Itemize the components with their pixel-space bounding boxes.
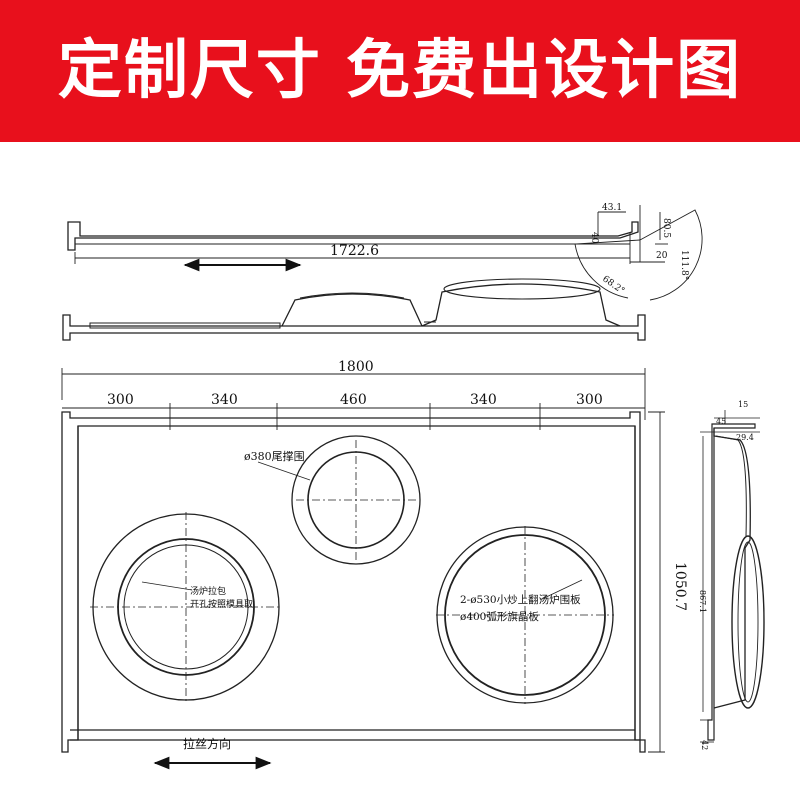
stove-profile-view [62, 278, 646, 341]
segment-3-label: 460 [340, 392, 367, 408]
side-dim-right: 29.4 [736, 433, 754, 442]
overall-width-label: 1800 [338, 359, 374, 375]
front-panel [61, 411, 646, 753]
segment-5-label: 300 [576, 392, 603, 408]
left-hole-label-2: 开孔按照模具取 [190, 598, 253, 610]
small-hole-label: ø380尾撑围 [244, 449, 305, 463]
detail-dim-2: 40 [589, 232, 599, 244]
detail-dim-1: 43.1 [602, 203, 622, 213]
right-hole-label-2: ø400弧形旗晶板 [460, 610, 539, 623]
side-view [700, 410, 765, 743]
angle-detail [574, 205, 703, 301]
height-dimension [648, 411, 665, 753]
height-label: 1050.7 [672, 562, 688, 611]
left-hole [90, 512, 282, 702]
detail-dim-3: 80.5 [661, 218, 671, 238]
side-dim-bottom: 42 [700, 740, 709, 750]
right-hole [436, 526, 614, 704]
top-strip-view [67, 221, 639, 251]
side-dim-top: 15 [738, 400, 748, 409]
side-dim-height: 867.1 [698, 590, 707, 613]
side-dim-left: 45 [716, 417, 726, 426]
segment-4-label: 340 [470, 392, 497, 408]
segment-2-label: 340 [211, 392, 238, 408]
banner-title: 定制尺寸 免费出设计图 [57, 34, 743, 108]
brush-direction-label: 拉丝方向 [183, 736, 231, 751]
title-banner [0, 0, 800, 142]
left-hole-label-1: 汤炉拉包 [190, 585, 226, 597]
small-hole [257, 435, 421, 565]
right-hole-label-1: 2-ø530小炒上翻汤炉围板 [460, 593, 581, 606]
overall-width-dimension [61, 368, 646, 420]
segment-1-label: 300 [107, 392, 134, 408]
detail-dim-4: 20 [656, 251, 668, 261]
dimension-1722 [74, 232, 631, 264]
detail-dim-5: 111.8° [679, 250, 689, 280]
top-length-label: 1722.6 [330, 243, 379, 259]
